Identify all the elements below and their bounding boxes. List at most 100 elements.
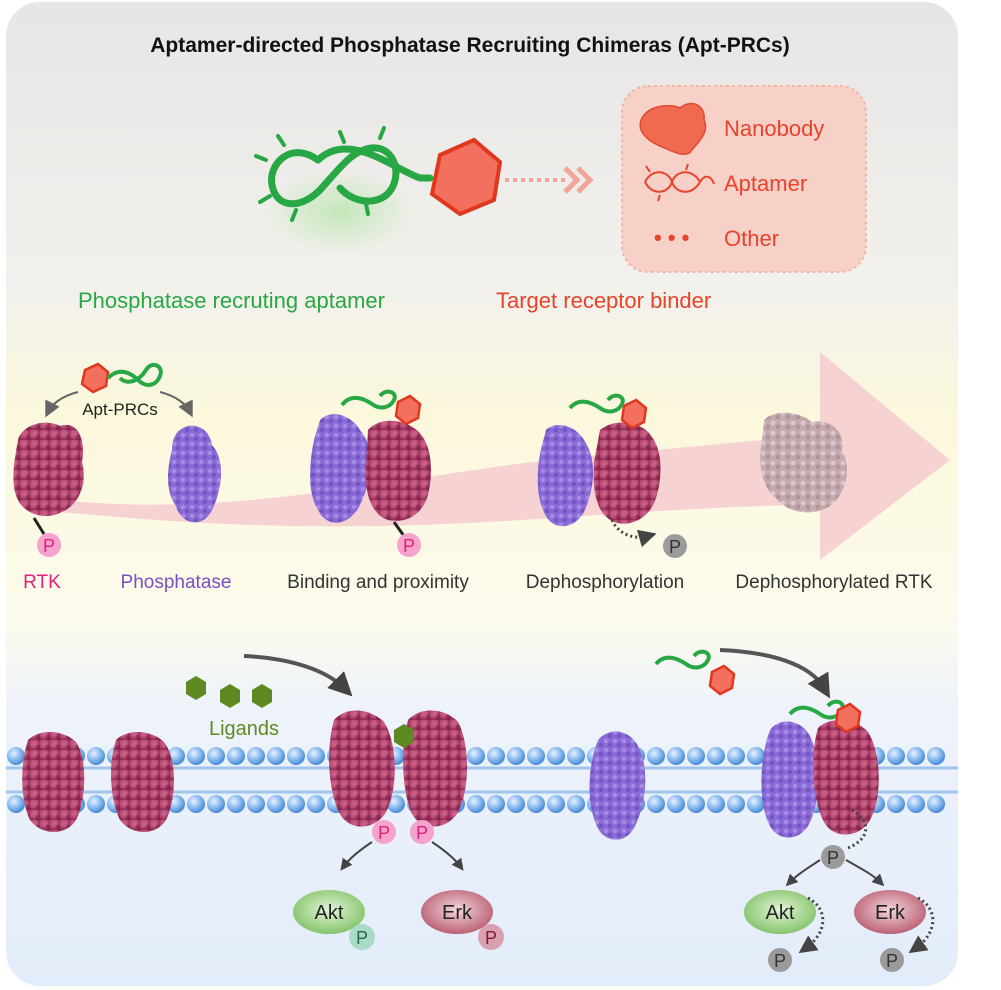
ligands: Ligands — [186, 676, 279, 740]
erk-label-right: Erk — [875, 902, 906, 924]
step-label-rtk: RTK — [23, 572, 61, 593]
erk-inactive: Erk P — [854, 890, 935, 972]
phospho-p: P — [43, 536, 55, 556]
legend-aptamer-icon — [644, 163, 715, 202]
erk-label-left: Erk — [442, 902, 473, 924]
lipid-head-inner — [747, 795, 765, 813]
lipid-head-outer — [247, 747, 265, 765]
apt-prc-bottom — [654, 649, 736, 696]
lipid-head-inner — [187, 795, 205, 813]
lipid-head-outer — [567, 747, 585, 765]
apt-prcs-label: Apt-PRCs — [82, 400, 158, 419]
lipid-head-outer — [747, 747, 765, 765]
phosphatase-protein — [168, 425, 222, 523]
lipid-head-outer — [467, 747, 485, 765]
rtk-resting-2 — [111, 731, 174, 832]
lipid-head-inner — [227, 795, 245, 813]
phospho-circle — [37, 533, 61, 557]
akt-label-left: Akt — [315, 902, 344, 924]
lipid-head-outer — [267, 747, 285, 765]
lipid-head-outer — [647, 747, 665, 765]
lipid-head-inner — [927, 795, 945, 813]
aptamer-figure8-icon — [254, 126, 434, 222]
lipid-head-inner — [287, 795, 305, 813]
akt-p-left: P — [356, 928, 368, 948]
step-label-dephosphorylation: Dephosphorylation — [526, 572, 684, 593]
lipid-head-inner — [487, 795, 505, 813]
lipid-head-inner — [247, 795, 265, 813]
apt-prc-complex-membrane: P — [761, 699, 885, 887]
lipid-head-outer — [207, 747, 225, 765]
lipid-head-inner — [547, 795, 565, 813]
legend-aptamer: Aptamer — [724, 171, 807, 196]
lipid-head-outer — [887, 747, 905, 765]
lipid-head-outer — [187, 747, 205, 765]
lipid-head-outer — [307, 747, 325, 765]
dephosphorylated-rtk-protein — [760, 412, 847, 513]
akt-active: Akt P — [293, 890, 375, 950]
akt-p-right: P — [774, 951, 786, 971]
lipid-head-outer — [7, 747, 25, 765]
aptamer-label: Phosphatase recruting aptamer — [78, 288, 385, 313]
binder-hexagon-icon — [429, 137, 503, 217]
erk-active: Erk P — [421, 890, 504, 950]
complex-p: P — [827, 848, 839, 868]
apt-prcs-small: Apt-PRCs — [45, 362, 193, 419]
legend-nanobody: Nanobody — [724, 116, 824, 141]
green-glow — [265, 170, 415, 254]
process-arrow — [60, 352, 950, 560]
erk-p-right: P — [886, 951, 898, 971]
lipid-head-inner — [207, 795, 225, 813]
lipid-head-inner — [507, 795, 525, 813]
lipid-head-inner — [527, 795, 545, 813]
binding-phospho-p: P — [403, 536, 415, 556]
apt-prc-arrow — [719, 648, 831, 699]
rtk-protein: P — [13, 422, 84, 557]
lipid-head-outer — [527, 747, 545, 765]
binder-label: Target receptor binder — [496, 288, 711, 313]
legend-other: Other — [724, 226, 779, 251]
phosphatase-membrane — [589, 731, 646, 840]
lipid-head-outer — [707, 747, 725, 765]
lipid-head-outer — [287, 747, 305, 765]
nanobody-icon — [639, 102, 707, 155]
akt-inactive: Akt P — [744, 890, 825, 972]
lipid-head-inner — [667, 795, 685, 813]
apt-prc-construct — [254, 126, 594, 254]
lipid-head-inner — [7, 795, 25, 813]
lipid-head-inner — [567, 795, 585, 813]
lipid-head-inner — [887, 795, 905, 813]
dephos-complex: P — [537, 393, 687, 558]
lipid-head-inner — [647, 795, 665, 813]
lipid-head-inner — [467, 795, 485, 813]
lipid-head-inner — [307, 795, 325, 813]
lipid-head-inner — [907, 795, 925, 813]
lipid-head-outer — [667, 747, 685, 765]
lipid-head-outer — [907, 747, 925, 765]
lipid-head-outer — [927, 747, 945, 765]
lipid-head-outer — [727, 747, 745, 765]
lipid-head-outer — [547, 747, 565, 765]
small-hexagon-icon — [80, 362, 110, 394]
lipid-head-outer — [227, 747, 245, 765]
small-aptamer-icon — [106, 362, 163, 387]
erk-p-left: P — [485, 928, 497, 948]
dimer-p-right: P — [416, 823, 428, 843]
ligands-label: Ligands — [209, 718, 279, 740]
lipid-head-inner — [687, 795, 705, 813]
right-split-arrow — [159, 391, 193, 418]
binder-legend: Nanobody Aptamer • • • Other — [621, 85, 867, 273]
lipid-head-inner — [267, 795, 285, 813]
dimer-p-left: P — [378, 823, 390, 843]
lipid-head-inner — [87, 795, 105, 813]
legend-other-dots: • • • — [654, 225, 689, 250]
lipid-head-inner — [707, 795, 725, 813]
akt-label-right: Akt — [766, 902, 795, 924]
left-split-arrow — [45, 391, 79, 418]
figure-title: Aptamer-directed Phosphatase Recruiting … — [150, 34, 789, 57]
step-label-binding: Binding and proximity — [287, 572, 469, 593]
lipid-head-inner — [727, 795, 745, 813]
lipid-head-outer — [507, 747, 525, 765]
step-label-phosphatase: Phosphatase — [121, 572, 232, 593]
